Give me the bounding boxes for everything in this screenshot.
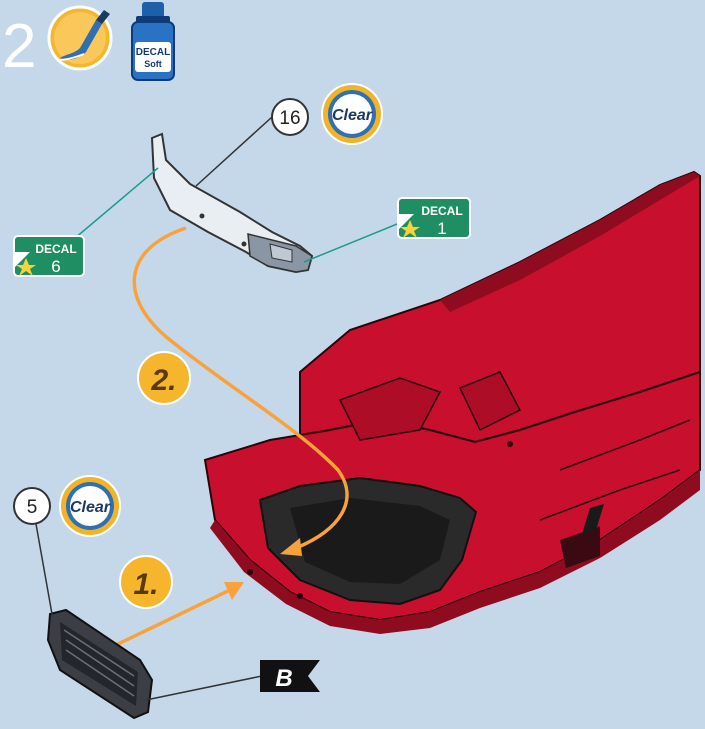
marker-b-flag: B xyxy=(260,660,320,692)
part-number-5-callout: 5 xyxy=(14,488,50,524)
clear-paint-label: Clear xyxy=(332,107,373,124)
decal-1-tag: DECAL 1 xyxy=(398,198,470,238)
part-5-leader xyxy=(36,524,52,614)
paintbrush-icon xyxy=(49,7,111,69)
decal-1-leader xyxy=(304,222,402,262)
part-number-16: 16 xyxy=(279,108,300,129)
step-number: 2 xyxy=(2,12,36,81)
clear-paint-badge: Clear xyxy=(322,84,382,144)
step-badge-1-label: 1. xyxy=(133,568,158,601)
decal-6-leader xyxy=(68,168,158,244)
part-16-leader xyxy=(196,117,272,186)
decal-6-tag: DECAL 6 xyxy=(14,236,84,276)
marker-b-leader xyxy=(146,676,262,700)
decal-bottle-line2: Soft xyxy=(144,59,162,69)
decal-1-label: DECAL xyxy=(421,204,462,218)
clear-paint-badge-2: Clear xyxy=(60,476,120,536)
step-badge-1: 1. xyxy=(120,556,172,608)
step-badge-2-label: 2. xyxy=(150,364,176,397)
step-badge-2: 2. xyxy=(138,352,190,404)
part-16-lens-strip xyxy=(152,134,312,272)
decal-6-label: DECAL xyxy=(35,242,76,256)
part-number-16-callout: 16 xyxy=(272,99,308,135)
part-number-5: 5 xyxy=(27,497,38,518)
part-5-grille xyxy=(48,610,152,718)
decal-1-number: 1 xyxy=(437,219,446,238)
decal-soft-bottle-icon: DECAL Soft xyxy=(132,2,174,80)
decal-6-number: 6 xyxy=(51,257,60,276)
marker-b-label: B xyxy=(275,665,292,692)
decal-bottle-line1: DECAL xyxy=(136,47,170,58)
clear-paint-label-2: Clear xyxy=(70,499,111,516)
